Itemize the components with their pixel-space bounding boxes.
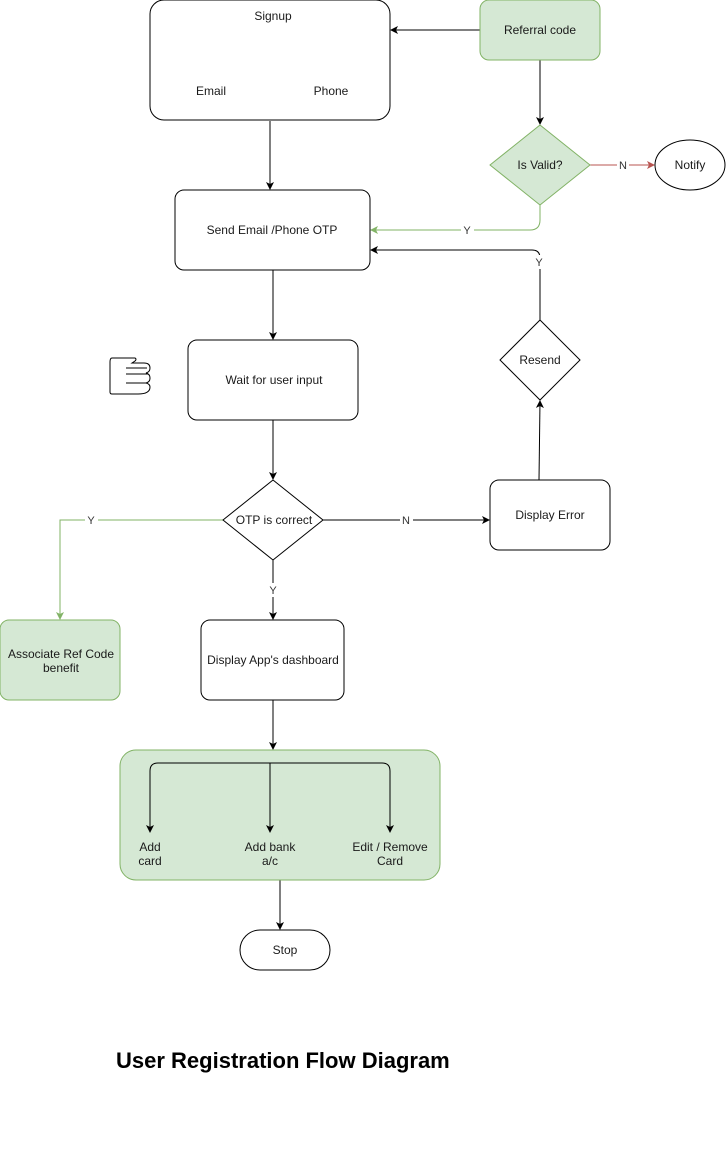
referral-code-label: Referral code (504, 23, 576, 37)
signup-label: Signup (254, 9, 292, 23)
add-bank-label-line2: a/c (262, 854, 278, 868)
edge-otp-associate (56, 519, 223, 620)
send-otp-node (174, 189, 371, 271)
diagram-title: User Registration Flow Diagram (116, 1048, 450, 1073)
phone-label: Phone (314, 84, 349, 98)
add-card-label-line1: Add (139, 840, 160, 854)
edge-isvalid-sendotp (370, 205, 541, 234)
stop-node (239, 929, 331, 971)
referral-code-node (479, 0, 601, 61)
edge-error-resend (535, 400, 544, 481)
edge-actions-editcard (270, 762, 394, 833)
notify-label: Notify (675, 158, 706, 172)
edit-card-label-line2: Card (377, 854, 403, 868)
otp-yes-down-label: Y (269, 585, 277, 597)
email-label: Email (196, 84, 226, 98)
resend-yes-label: Y (535, 257, 543, 269)
add-bank-label-line1: Add bank (245, 840, 297, 854)
edge-resend-sendotp (370, 246, 541, 320)
edge-actions-addcard (146, 762, 270, 833)
notify-node (654, 139, 726, 191)
associate-ref-label-line2: benefit (43, 661, 80, 675)
otp-correct-decision (222, 479, 324, 561)
dashboard-label: Display App's dashboard (207, 653, 339, 667)
wait-input-label: Wait for user input (226, 373, 324, 387)
signup-node (149, 0, 391, 121)
wait-input-node (187, 339, 359, 421)
otp-yes-left-label: Y (87, 515, 95, 527)
send-otp-label: Send Email /Phone OTP (207, 223, 338, 237)
is-valid-no-label: N (619, 160, 627, 172)
display-error-label: Display Error (515, 508, 584, 522)
add-card-label-line2: card (138, 854, 161, 868)
edit-card-label-line1: Edit / Remove (352, 840, 428, 854)
resend-label: Resend (519, 353, 560, 367)
associate-ref-label-line1: Associate Ref Code (8, 647, 114, 661)
is-valid-yes-label: Y (463, 225, 471, 237)
resend-decision (499, 319, 581, 401)
otp-no-label: N (402, 515, 410, 527)
hand-icon (109, 357, 151, 395)
stop-label: Stop (273, 943, 298, 957)
otp-correct-label: OTP is correct (236, 513, 313, 527)
is-valid-decision (489, 124, 591, 206)
associate-ref-node (0, 619, 121, 701)
display-error-node (489, 479, 611, 551)
is-valid-label: Is Valid? (517, 158, 562, 172)
actions-group-node (119, 749, 441, 881)
dashboard-node (200, 619, 345, 701)
